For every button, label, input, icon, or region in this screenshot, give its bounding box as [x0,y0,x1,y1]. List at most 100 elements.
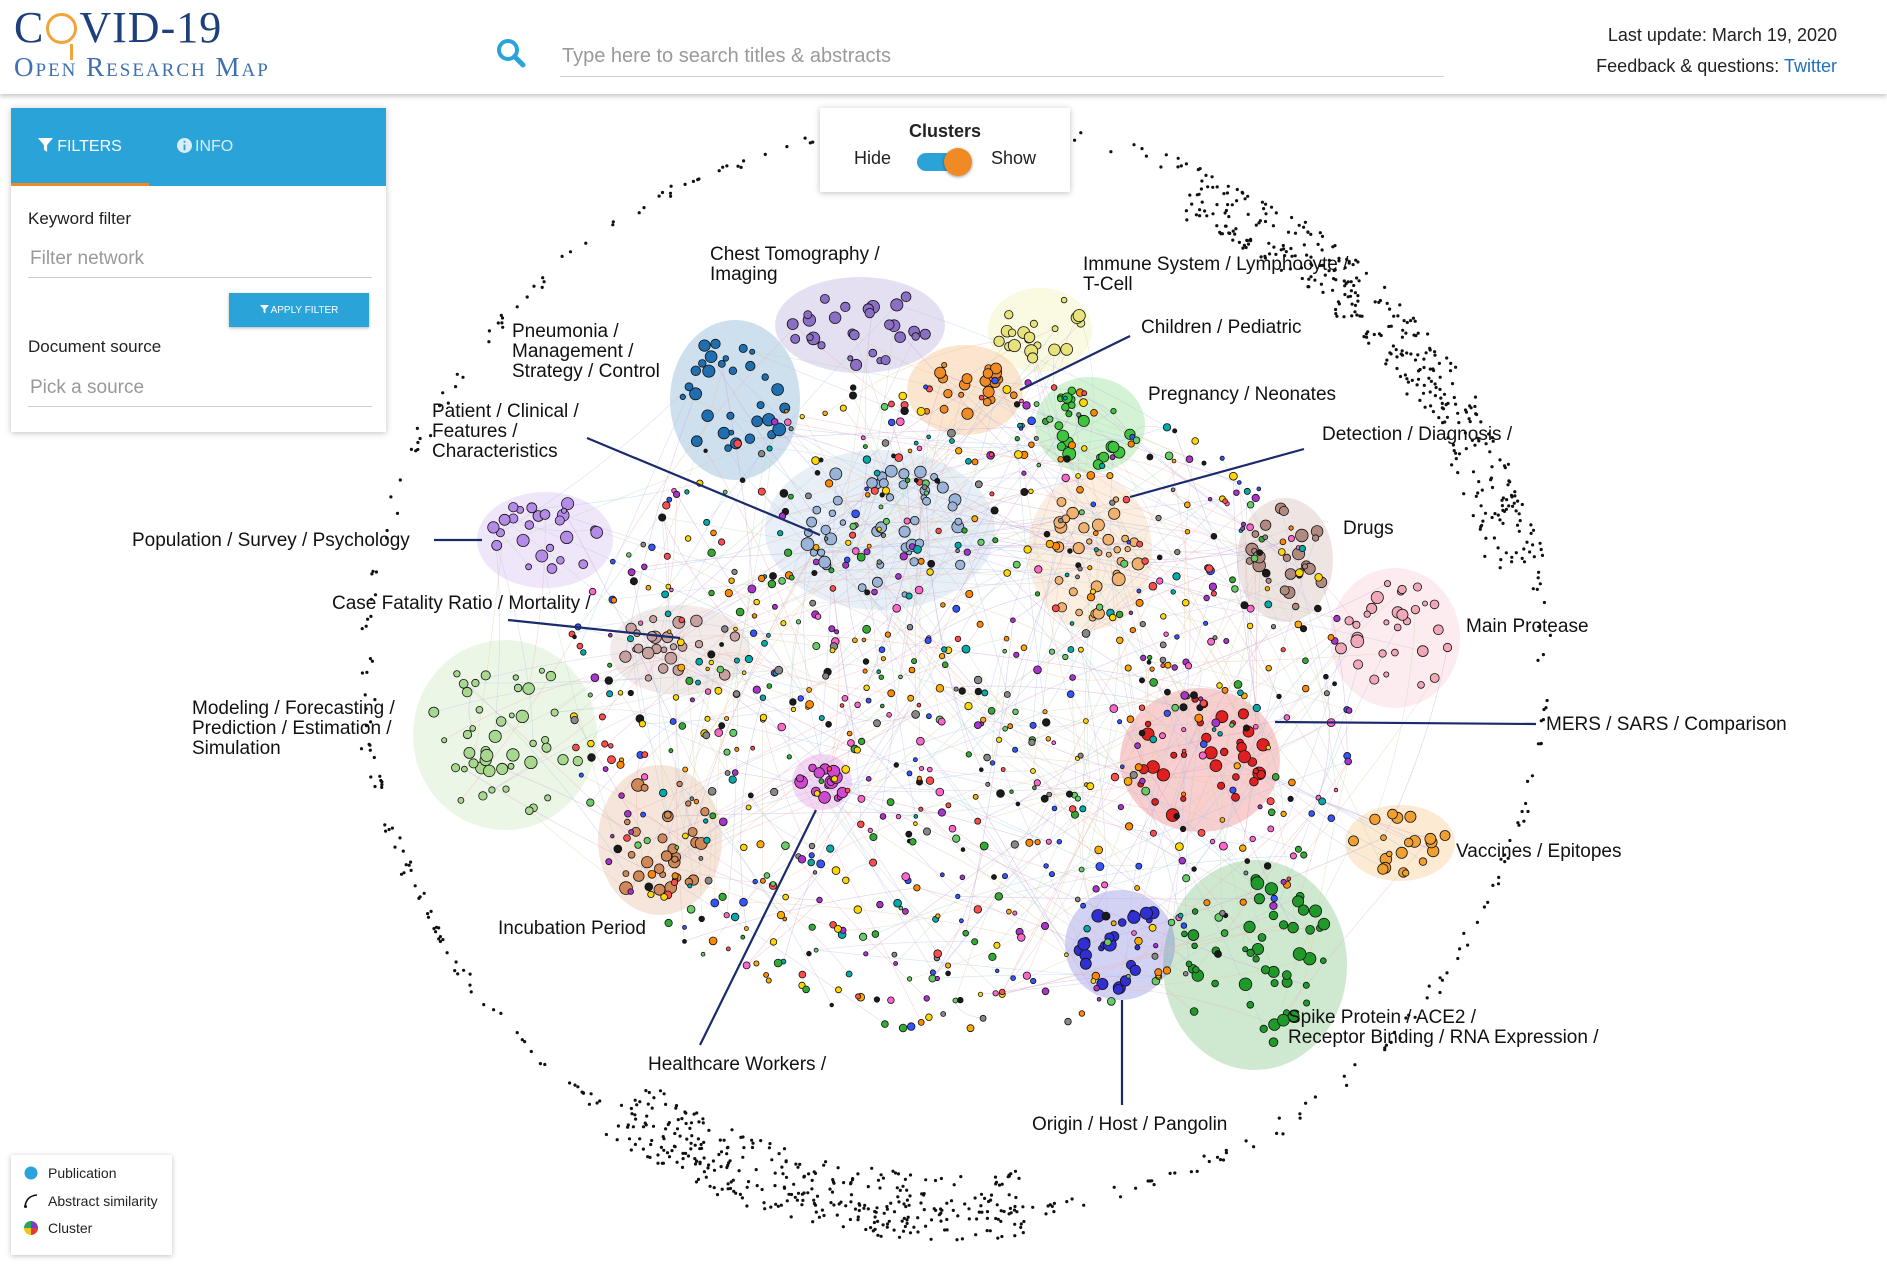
publication-node[interactable] [1048,343,1061,357]
isolated-publication-node[interactable] [1454,365,1458,369]
publication-node[interactable] [954,635,962,643]
isolated-publication-node[interactable] [1404,1016,1408,1020]
publication-node[interactable] [745,804,752,811]
publication-node[interactable] [894,331,906,344]
isolated-publication-node[interactable] [844,1204,848,1208]
isolated-publication-node[interactable] [989,1198,993,1202]
publication-node[interactable] [660,850,673,862]
publication-node[interactable] [1263,862,1272,870]
isolated-publication-node[interactable] [1416,353,1420,357]
isolated-publication-node[interactable] [1415,383,1419,387]
publication-node[interactable] [502,785,510,793]
isolated-publication-node[interactable] [1392,1030,1397,1034]
publication-node[interactable] [1106,472,1114,480]
isolated-publication-node[interactable] [835,1213,839,1217]
publication-node[interactable] [1135,598,1144,607]
publication-node[interactable] [814,469,821,476]
publication-node[interactable] [1264,586,1271,592]
publication-node[interactable] [955,447,963,455]
publication-node[interactable] [545,670,557,682]
isolated-publication-node[interactable] [1306,285,1310,289]
isolated-publication-node[interactable] [1469,406,1473,410]
isolated-publication-node[interactable] [438,935,442,939]
isolated-publication-node[interactable] [1496,513,1500,517]
publication-node[interactable] [1146,453,1154,461]
isolated-publication-node[interactable] [732,1189,736,1193]
isolated-publication-node[interactable] [520,1038,524,1042]
publication-node[interactable] [795,619,802,625]
publication-node[interactable] [643,836,651,845]
isolated-publication-node[interactable] [1050,1204,1054,1208]
publication-node[interactable] [1216,682,1223,689]
isolated-publication-node[interactable] [881,1176,886,1180]
publication-node[interactable] [766,683,773,689]
publication-node[interactable] [1135,862,1143,870]
publication-node[interactable] [987,706,996,715]
publication-node[interactable] [1116,636,1124,644]
publication-node[interactable] [980,716,987,723]
publication-node[interactable] [805,700,814,709]
publication-node[interactable] [1207,497,1213,502]
publication-node[interactable] [641,856,654,869]
isolated-publication-node[interactable] [1263,256,1267,260]
isolated-publication-node[interactable] [1416,377,1421,381]
publication-node[interactable] [848,329,860,341]
publication-node[interactable] [978,767,984,772]
isolated-publication-node[interactable] [985,1210,990,1214]
isolated-publication-node[interactable] [664,1102,668,1106]
isolated-publication-node[interactable] [1404,331,1408,335]
isolated-publication-node[interactable] [1538,541,1542,545]
isolated-publication-node[interactable] [1017,1176,1021,1180]
publication-node[interactable] [1027,416,1036,426]
publication-node[interactable] [1199,740,1208,748]
publication-node[interactable] [777,722,786,732]
isolated-publication-node[interactable] [702,1156,706,1160]
publication-node[interactable] [669,643,678,651]
publication-node[interactable] [480,748,494,762]
publication-node[interactable] [773,958,783,968]
publication-node[interactable] [813,790,821,797]
publication-node[interactable] [704,350,718,364]
isolated-publication-node[interactable] [1392,314,1396,318]
publication-node[interactable] [756,840,765,849]
isolated-publication-node[interactable] [499,1011,503,1016]
publication-node[interactable] [1079,805,1087,813]
isolated-publication-node[interactable] [1445,971,1449,975]
publication-node[interactable] [1007,723,1014,730]
isolated-publication-node[interactable] [1198,214,1202,218]
publication-node[interactable] [914,585,924,595]
isolated-publication-node[interactable] [369,775,373,779]
publication-node[interactable] [1162,966,1172,975]
publication-node[interactable] [788,574,795,581]
publication-node[interactable] [667,629,672,634]
publication-node[interactable] [1095,862,1105,871]
isolated-publication-node[interactable] [893,1171,898,1175]
isolated-publication-node[interactable] [1353,310,1357,314]
isolated-publication-node[interactable] [698,1160,702,1164]
publication-node[interactable] [1125,973,1131,979]
publication-node[interactable] [918,806,924,812]
isolated-publication-node[interactable] [699,1142,703,1147]
publication-node[interactable] [516,534,530,548]
publication-node[interactable] [979,841,989,851]
publication-node[interactable] [780,620,787,627]
publication-node[interactable] [1396,608,1409,621]
publication-node[interactable] [1265,665,1272,672]
publication-node[interactable] [645,584,652,591]
publication-node[interactable] [1077,937,1091,951]
publication-node[interactable] [900,291,912,303]
isolated-publication-node[interactable] [779,1203,783,1207]
publication-node[interactable] [807,858,815,867]
publication-node[interactable] [959,874,966,881]
publication-node[interactable] [664,651,678,665]
publication-node[interactable] [607,632,613,638]
isolated-publication-node[interactable] [1146,1179,1150,1183]
isolated-publication-node[interactable] [856,1215,860,1219]
publication-node[interactable] [1229,786,1237,794]
publication-node[interactable] [941,361,948,368]
isolated-publication-node[interactable] [811,1220,815,1224]
publication-node[interactable] [741,670,747,675]
isolated-publication-node[interactable] [750,1138,754,1142]
publication-node[interactable] [1181,930,1188,938]
publication-node[interactable] [1062,395,1068,401]
